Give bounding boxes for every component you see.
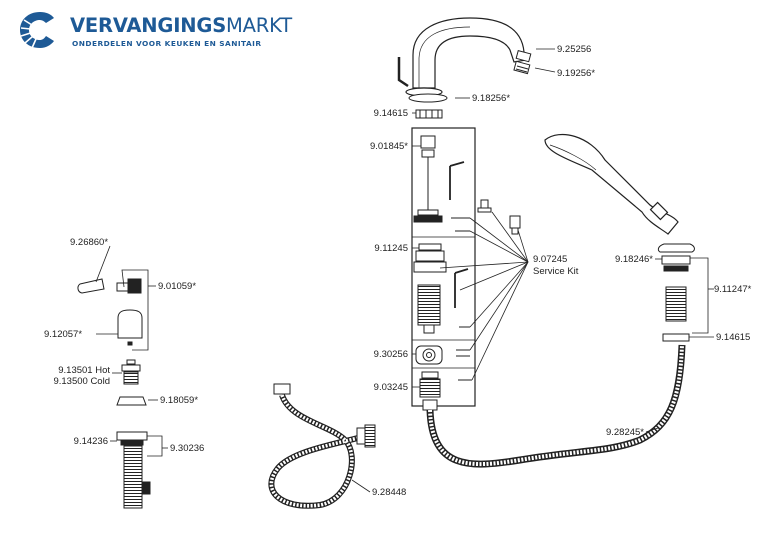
label-9-14236: 9.14236 <box>74 436 108 447</box>
tap-shank <box>123 445 151 509</box>
brand-header: VERVANGINGSMARKT ONDERDELEN VOOR KEUKEN … <box>16 8 316 52</box>
label-9-13501-hot: 9.13501 Hot <box>58 365 110 376</box>
tap-cover <box>117 309 143 346</box>
label-9-03245: 9.03245 <box>374 382 408 393</box>
spout-aerator <box>513 49 532 75</box>
brand-name-bold: VERVANGINGS <box>70 14 227 37</box>
label-9-25256: 9.25256 <box>557 44 591 55</box>
label-9-28448: 9.28448 <box>372 487 406 498</box>
tap-flange <box>116 396 148 446</box>
label-9-18246: 9.18246* <box>615 254 653 265</box>
part-labels: 9.25256 9.19256* 9.18256* 9.14615 9.0184… <box>44 44 752 498</box>
label-9-26860: 9.26860* <box>70 237 108 248</box>
label-9-11247: 9.11247* <box>714 284 752 295</box>
valve-cartridge <box>413 243 447 334</box>
label-9-14615-top: 9.14615 <box>374 108 408 119</box>
spout <box>405 17 527 97</box>
hose-connector <box>419 371 441 411</box>
flexible-hose <box>268 383 376 509</box>
label-9-30256: 9.30256 <box>374 349 408 360</box>
label-9-01059: 9.01059* <box>158 281 196 292</box>
label-9-12057: 9.12057* <box>44 329 82 340</box>
label-9-19256: 9.19256* <box>557 68 595 79</box>
label-9-28245: 9.28245* <box>606 427 644 438</box>
brand-tagline: ONDERDELEN VOOR KEUKEN EN SANITAIR <box>72 39 262 48</box>
flow-regulator <box>415 345 443 365</box>
service-kit-small-parts <box>451 199 521 381</box>
label-9-18256: 9.18256* <box>472 93 510 104</box>
label-9-13500-cold: 9.13500 Cold <box>53 376 110 387</box>
cartridge-rod <box>413 135 443 223</box>
label-9-01845: 9.01845* <box>370 141 408 152</box>
label-9-11245: 9.11245 <box>374 243 408 254</box>
hand-shower <box>544 133 679 235</box>
brand-name-regular: MARKT <box>226 14 292 37</box>
label-9-18059: 9.18059* <box>160 395 198 406</box>
brand-logo-icon <box>20 12 54 49</box>
shower-hose-holder <box>657 243 695 342</box>
leader-lines <box>95 48 714 493</box>
lever-handle <box>397 57 409 88</box>
label-service-kit: Service Kit <box>533 266 579 277</box>
tap-headpart <box>121 359 141 385</box>
base-rings <box>408 93 448 119</box>
shower-hose <box>426 344 686 468</box>
label-9-14615-right: 9.14615 <box>716 332 750 343</box>
brand-name: VERVANGINGSMARKT <box>70 15 292 37</box>
hex-key-icon <box>449 161 469 308</box>
label-9-07245: 9.07245 <box>533 254 567 265</box>
tap-lever <box>77 278 142 294</box>
label-9-30236: 9.30236 <box>170 443 204 454</box>
